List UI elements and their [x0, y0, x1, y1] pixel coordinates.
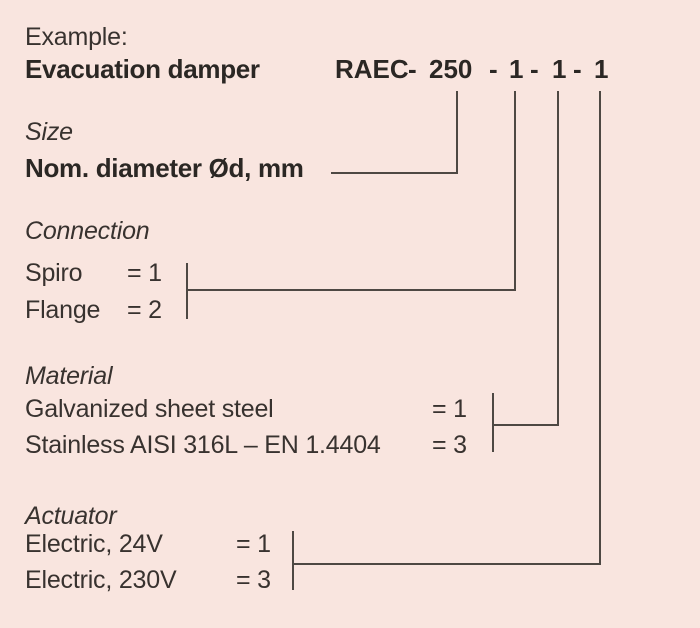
option-value: = 1: [432, 395, 467, 423]
code-material-digit: 1: [552, 54, 567, 84]
code-separator: -: [573, 54, 582, 84]
option-label: Stainless AISI 316L – EN 1.4404: [25, 431, 381, 459]
option-row-spiro: Spiro = 1: [25, 258, 665, 288]
option-row-stainless: Stainless AISI 316L – EN 1.4404 = 3: [25, 430, 665, 460]
code-size: 250: [429, 54, 473, 84]
option-value: = 1: [236, 530, 271, 558]
option-label: Electric, 24V: [25, 530, 163, 558]
code-connection-digit: 1: [509, 54, 524, 84]
option-row-electric-24v: Electric, 24V = 1: [25, 529, 665, 559]
section-title-connection: Connection: [25, 217, 150, 245]
option-value: = 3: [432, 431, 467, 459]
order-code: RAEC - 250 - 1 - 1 - 1: [0, 54, 640, 84]
code-model: RAEC: [335, 54, 409, 84]
option-label: Flange: [25, 296, 101, 324]
product-name: Evacuation damper: [25, 54, 260, 84]
code-separator: -: [408, 54, 417, 84]
section-title-material: Material: [25, 362, 113, 390]
option-label: Galvanized sheet steel: [25, 395, 274, 423]
option-value: = 3: [236, 566, 271, 594]
option-row-electric-230v: Electric, 230V = 3: [25, 565, 665, 595]
size-row-label: Nom. diameter Ød, mm: [25, 153, 304, 183]
section-title-actuator: Actuator: [25, 502, 117, 530]
option-label: Electric, 230V: [25, 566, 177, 594]
code-separator: -: [489, 54, 498, 84]
code-separator: -: [530, 54, 539, 84]
option-label: Spiro: [25, 259, 83, 287]
option-row-flange: Flange = 2: [25, 295, 665, 325]
section-title-size: Size: [25, 118, 73, 146]
option-value: = 2: [127, 296, 162, 324]
code-actuator-digit: 1: [594, 54, 609, 84]
actuator-connector-line: [293, 91, 601, 565]
size-connector-line: [331, 91, 458, 174]
option-value: = 1: [127, 259, 162, 287]
example-label: Example:: [25, 23, 128, 51]
option-row-galvanized: Galvanized sheet steel = 1: [25, 394, 665, 424]
